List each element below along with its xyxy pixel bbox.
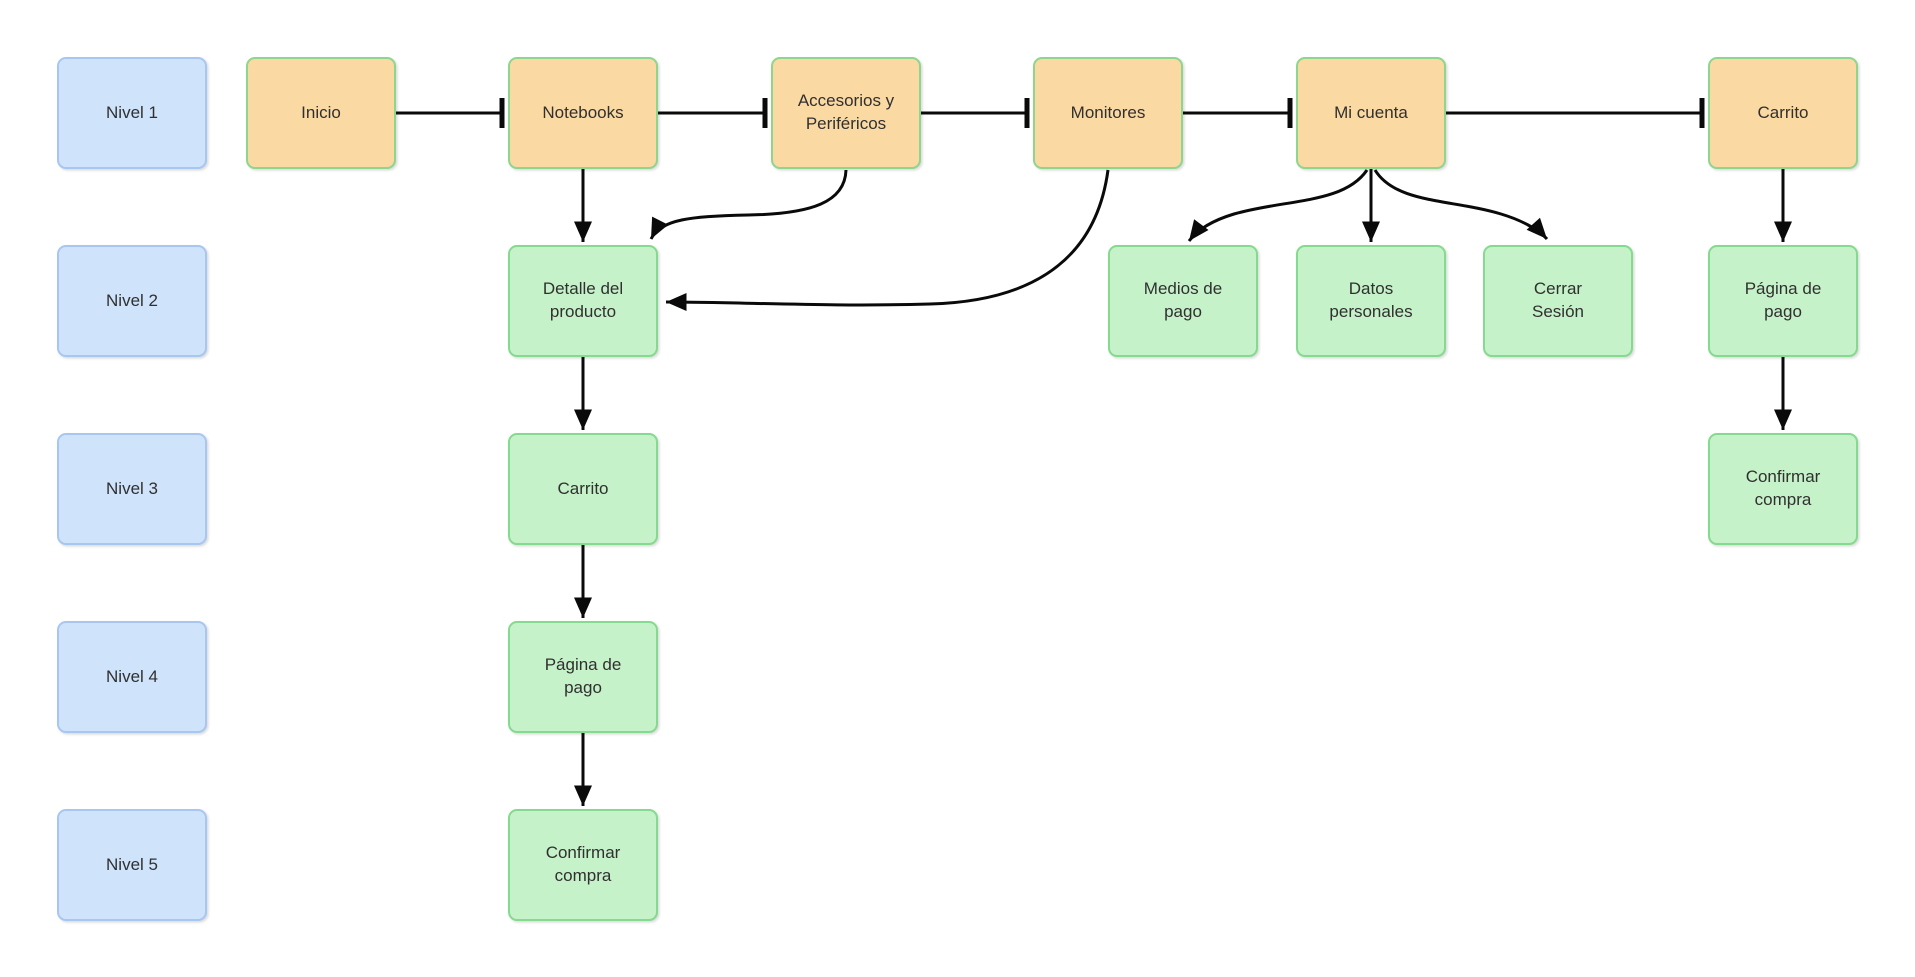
edge-micuenta-medios [1187,169,1369,242]
node-carrito-top[interactable]: Carrito [1708,57,1858,169]
node-nivel-1[interactable]: Nivel 1 [57,57,207,169]
edge-micuenta-carrito [1446,98,1705,128]
node-cerrar-sesion[interactable]: Cerrar Sesión [1483,245,1633,357]
node-nivel-5[interactable]: Nivel 5 [57,809,207,921]
node-confirmar-compra-left[interactable]: Confirmar compra [508,809,658,921]
node-pagina-pago-left[interactable]: Página de pago [508,621,658,733]
edge-inicio-notebooks [396,98,505,128]
node-detalle-producto[interactable]: Detalle del producto [508,245,658,357]
node-nivel-4[interactable]: Nivel 4 [57,621,207,733]
node-carrito-left[interactable]: Carrito [508,433,658,545]
node-inicio[interactable]: Inicio [246,57,396,169]
node-nivel-3[interactable]: Nivel 3 [57,433,207,545]
node-medios-pago[interactable]: Medios de pago [1108,245,1258,357]
node-notebooks[interactable]: Notebooks [508,57,658,169]
node-monitores[interactable]: Monitores [1033,57,1183,169]
node-confirmar-compra-right[interactable]: Confirmar compra [1708,433,1858,545]
node-datos-personales[interactable]: Datos personales [1296,245,1446,357]
node-mi-cuenta[interactable]: Mi cuenta [1296,57,1446,169]
node-nivel-2[interactable]: Nivel 2 [57,245,207,357]
edge-monitores-micuenta [1183,98,1293,128]
edge-accesorios-detalle [649,169,848,240]
node-pagina-pago-right[interactable]: Página de pago [1708,245,1858,357]
edge-notebooks-accesorios [658,98,768,128]
node-accesorios-perifericos[interactable]: Accesorios y Periféricos [771,57,921,169]
edge-monitores-detalle [665,169,1110,312]
edge-micuenta-cerrar [1373,169,1549,241]
edge-accesorios-monitores [921,98,1030,128]
